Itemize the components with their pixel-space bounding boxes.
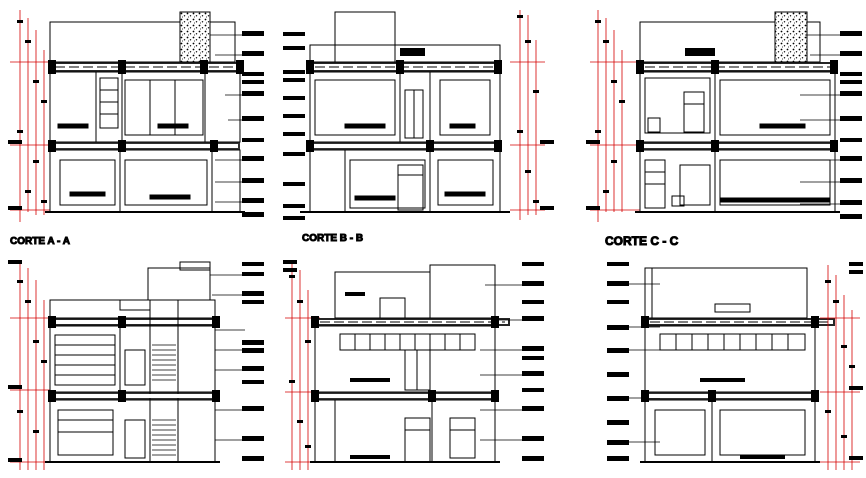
annotation-labels-a [242,31,264,217]
water-tank-a [179,11,211,63]
upper-floor-a [49,71,241,143]
caption-corte-a-a: CORTE A - A [10,236,70,247]
stair-treads-d [152,344,176,456]
upper-floor-c [639,71,836,143]
section-bottom-middle [283,260,544,470]
section-c-c: CORTE C - C [586,10,862,249]
section-bottom-left [8,260,264,470]
dimension-ticks-a [8,20,47,210]
dimension-chain-left-c [590,10,640,222]
ground-floor-c [639,149,836,213]
section-a-a: CORTE A - A [8,10,264,248]
caption-corte-b-b: CORTE B - B [302,233,363,244]
ground-floor-b [309,149,501,213]
dimension-chain-left-a [10,10,50,222]
section-b-b: CORTE B - B [283,10,554,245]
annotation-labels-b-left [283,32,305,220]
section-bottom-right [607,262,863,470]
stair-tower-b [334,11,396,63]
bathroom-upper-c [644,77,711,134]
water-tank-c [774,11,808,63]
dimension-chain-right-b [510,10,545,220]
caption-corte-c-c: CORTE C - C [605,234,679,248]
